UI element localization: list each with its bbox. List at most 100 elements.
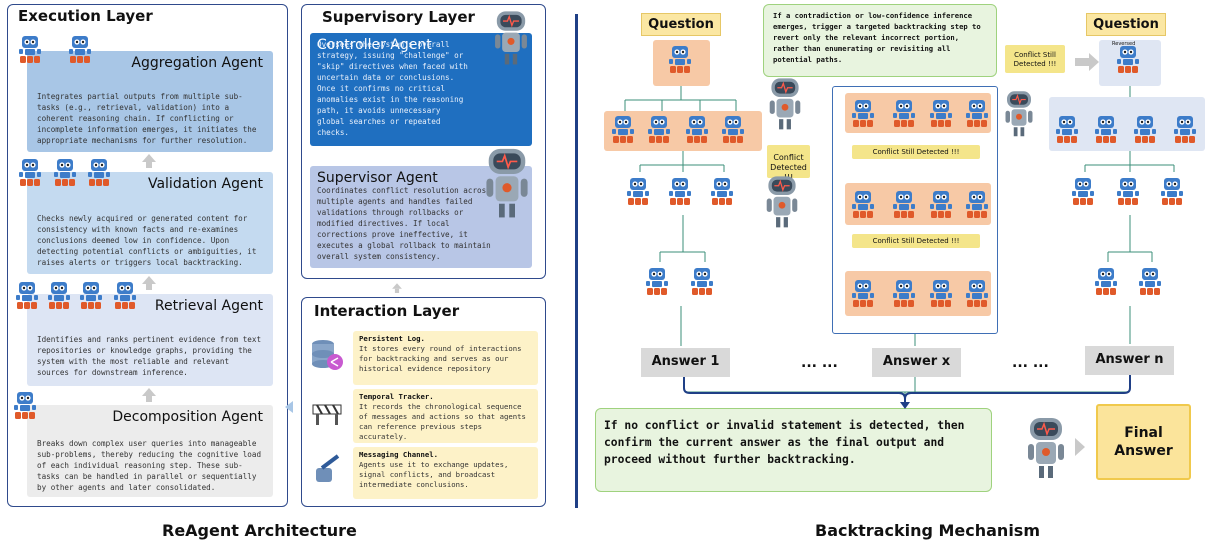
robot-icon [669, 44, 691, 74]
reversed-label: Reversed [1112, 41, 1136, 47]
controller-agent-name: Controller Agent [317, 37, 432, 53]
temporal-tracker-item: Temporal Tracker. It records the chronol… [353, 389, 538, 443]
ellipsis-right: ... ... [1012, 355, 1049, 371]
decomposition-agent-name: Decomposition Agent [112, 409, 263, 425]
robot-icon [966, 189, 988, 219]
supervisor-robot-icon [1004, 82, 1034, 144]
robot-icon [14, 390, 36, 420]
decomposition-agent-desc: Breaks down complex user queries into ma… [37, 439, 262, 492]
decomposition-agent-card: Decomposition Agent Breaks down complex … [27, 405, 273, 497]
roadblock-icon [312, 404, 342, 425]
controller-agent-card: Controller Agent Oversees the system's o… [310, 33, 532, 146]
persistent-log-desc: It stores every round of interactions fo… [359, 344, 522, 373]
controller-agent-desc: Oversees the system's overall strategy, … [317, 40, 468, 137]
supervisor-agent-name: Supervisor Agent [317, 170, 438, 186]
final-answer-box: Final Answer [1096, 404, 1191, 480]
robot-icon [669, 176, 691, 206]
backtracking-note: If a contradiction or low-confidence inf… [763, 4, 997, 77]
database-icon [312, 340, 343, 370]
conflict-still-top: Conflict Still Detected !!! [1005, 45, 1065, 73]
robot-icon [646, 266, 668, 296]
robot-icon [930, 278, 952, 308]
validation-agent-desc: Checks newly acquired or generated conte… [37, 214, 257, 267]
supervisor-robot-icon [483, 142, 531, 222]
robot-icon [686, 114, 708, 144]
persistent-log-item: Persistent Log. It stores every round of… [353, 331, 538, 385]
robot-icon [612, 114, 634, 144]
messaging-channel-title: Messaging Channel. [359, 450, 439, 459]
backtracking-inner-box [832, 86, 998, 334]
robot-icon [1117, 176, 1139, 206]
interaction-layer-title: Interaction Layer [314, 302, 460, 320]
answer-n-box: Answer n [1085, 346, 1174, 375]
supervisor-robot-icon [487, 6, 535, 68]
conflict-still-1: Conflict Still Detected !!! [852, 145, 980, 159]
temporal-tracker-desc: It records the chronological sequence of… [359, 402, 526, 441]
arrow-left-icon [285, 401, 293, 413]
messaging-channel-desc: Agents use it to exchange updates, signa… [359, 460, 509, 489]
robot-icon [1174, 114, 1196, 144]
arrow-up-icon [142, 276, 156, 290]
retrieval-agent-card: Retrieval Agent Identifies and ranks per… [27, 294, 273, 386]
backtracking-note-text: If a contradiction or low-confidence inf… [773, 11, 981, 64]
robot-icon [54, 157, 76, 187]
conflict-detected-label: Conflict Detected !!! [767, 145, 810, 182]
robot-icon [852, 278, 874, 308]
supervisor-robot-icon [768, 72, 802, 134]
messaging-channel-item: Messaging Channel. Agents use it to exch… [353, 447, 538, 499]
temporal-tracker-title: Temporal Tracker. [359, 392, 434, 401]
ellipsis-left: ... ... [801, 355, 838, 371]
robot-icon [16, 280, 38, 310]
robot-icon [966, 278, 988, 308]
robot-icon [648, 114, 670, 144]
robot-icon [893, 278, 915, 308]
robot-icon [1139, 266, 1161, 296]
pen-hand-icon [316, 454, 340, 482]
robot-icon [1056, 114, 1078, 144]
left-caption: ReAgent Architecture [162, 521, 357, 540]
robot-icon [19, 157, 41, 187]
answer-x-box: Answer x [872, 348, 961, 377]
arrow-up-icon [142, 154, 156, 168]
robot-icon [69, 34, 91, 64]
robot-icon [893, 189, 915, 219]
supervisor-agent-desc: Coordinates conflict resolution across m… [317, 186, 491, 261]
robot-icon [893, 98, 915, 128]
robot-icon [930, 189, 952, 219]
arrow-right-head [1089, 53, 1099, 71]
robot-icon [966, 98, 988, 128]
robot-icon [852, 189, 874, 219]
arrow-right-final [1075, 438, 1085, 456]
persistent-log-title: Persistent Log. [359, 334, 425, 343]
answer-1-box: Answer 1 [641, 348, 730, 377]
validation-agent-card: Validation Agent Checks newly acquired o… [27, 172, 273, 274]
robot-icon [1161, 176, 1183, 206]
final-note-text: If no conflict or invalid statement is d… [604, 419, 965, 466]
final-note-box: If no conflict or invalid statement is d… [595, 408, 992, 492]
section-divider [575, 14, 578, 508]
arrow-right-icon [1075, 58, 1091, 66]
robot-icon [1095, 266, 1117, 296]
validation-agent-name: Validation Agent [147, 176, 263, 192]
robot-icon [48, 280, 70, 310]
robot-icon [722, 114, 744, 144]
robot-icon [1072, 176, 1094, 206]
robot-icon [627, 176, 649, 206]
final-answer-label: Final Answer [1114, 425, 1173, 459]
supervisor-robot-icon [765, 170, 799, 232]
robot-icon [930, 98, 952, 128]
robot-icon [1134, 114, 1156, 144]
right-caption: Backtracking Mechanism [815, 521, 1040, 540]
robot-icon [19, 34, 41, 64]
robot-icon [691, 266, 713, 296]
robot-icon [852, 98, 874, 128]
question-box-right: Question [1086, 13, 1166, 36]
robot-icon [711, 176, 733, 206]
conflict-still-2: Conflict Still Detected !!! [852, 234, 980, 248]
robot-icon [88, 157, 110, 187]
robot-icon [80, 280, 102, 310]
supervisory-layer-title: Supervisory Layer [322, 8, 475, 26]
question-box-left: Question [641, 13, 721, 36]
retrieval-agent-name: Retrieval Agent [154, 298, 263, 314]
